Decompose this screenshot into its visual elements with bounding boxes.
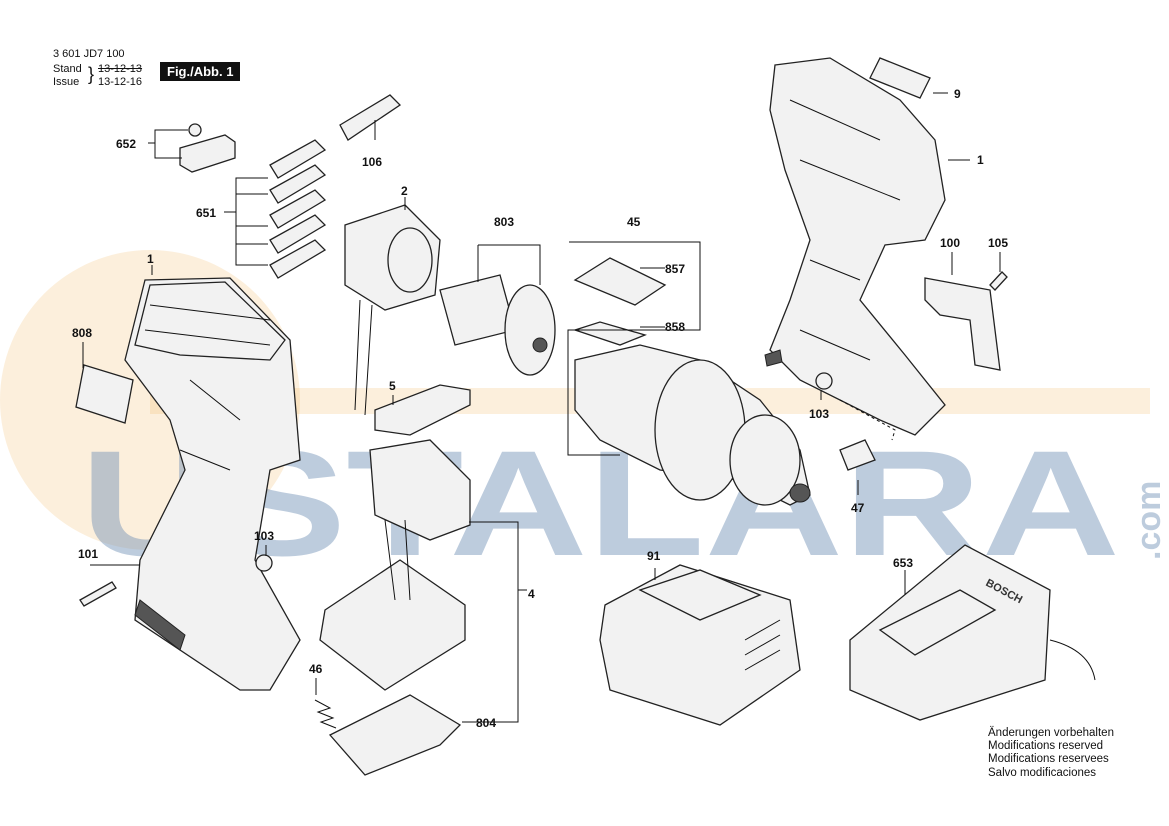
base-plate (328, 694, 462, 776)
stand-label: Stand (53, 63, 82, 75)
clip-assembly (179, 123, 236, 173)
battery-pack (599, 564, 801, 726)
spring (314, 699, 337, 729)
note-en: Modifications reserved (988, 740, 1104, 753)
label-5: 5 (389, 379, 396, 393)
switch-cover (374, 384, 471, 436)
bushing-103-left (255, 554, 273, 572)
label-101: 101 (78, 547, 98, 561)
label-100: 100 (940, 236, 960, 250)
slider-47 (839, 439, 876, 471)
note-de: Änderungen vorbehalten (988, 727, 1114, 739)
slide-covers (269, 139, 327, 279)
label-857: 857 (665, 262, 685, 276)
label-45: 45 (627, 215, 641, 229)
label-105: 105 (988, 236, 1008, 250)
switch-assembly (319, 439, 471, 691)
part-labels: 1 808 652 651 106 2 803 45 857 858 5 4 4… (72, 87, 1008, 730)
label-1-right: 1 (977, 153, 984, 167)
label-808: 808 (72, 326, 92, 340)
bushing-103-right (815, 372, 833, 390)
figure-label: Fig./Abb. 1 (160, 62, 241, 81)
modification-notes: Änderungen vorbehalten Modifications res… (988, 727, 1114, 780)
label-804: 804 (476, 716, 496, 730)
label-47: 47 (851, 501, 865, 515)
note-es: Salvo modificaciones (988, 766, 1097, 779)
label-858: 858 (665, 320, 685, 334)
stand-date: 13-12-13 (98, 63, 143, 75)
label-103-right: 103 (809, 407, 829, 421)
watermark-suffix: .com (1130, 481, 1168, 560)
stator (344, 204, 441, 416)
selector-parts (572, 257, 667, 346)
label-803: 803 (494, 215, 514, 229)
label-91: 91 (647, 549, 661, 563)
label-106: 106 (362, 155, 382, 169)
label-651: 651 (196, 206, 216, 220)
label-9 (869, 57, 931, 99)
gearbox-chuck (574, 344, 811, 506)
armature (439, 274, 556, 376)
label-4: 4 (528, 587, 535, 601)
charger: BOSCH (849, 544, 1096, 721)
issue-label: Issue (53, 76, 80, 88)
note-fr: Modifications reservees (988, 753, 1109, 766)
housing-left-half (124, 277, 301, 691)
cover-106 (339, 94, 402, 141)
label-plate (75, 364, 134, 424)
document-number: 3 601 JD7 100 (53, 48, 125, 60)
label-46: 46 (309, 662, 323, 676)
label-1-left: 1 (147, 252, 154, 266)
label-103-left: 103 (254, 529, 274, 543)
label-2: 2 (401, 184, 408, 198)
label-653: 653 (893, 556, 913, 570)
housing-right-half (764, 57, 946, 436)
issue-date: 13-12-16 (98, 76, 143, 88)
screw-105 (989, 271, 1008, 291)
label-652: 652 (116, 137, 136, 151)
belt-clip (924, 277, 1001, 371)
brace: } (88, 64, 95, 84)
label-9: 9 (954, 87, 961, 101)
screw-101 (79, 581, 117, 607)
leader-lines (82, 92, 1001, 723)
